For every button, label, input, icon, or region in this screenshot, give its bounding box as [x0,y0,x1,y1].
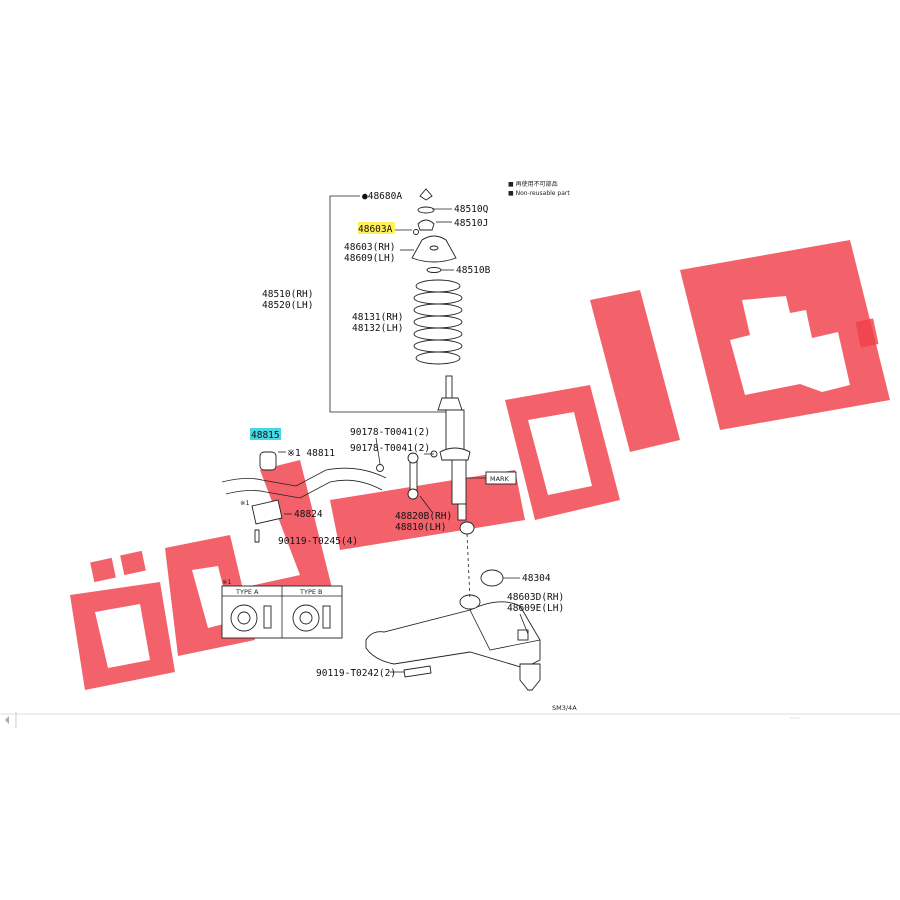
callout-48603D: 48603D(RH) [507,592,564,603]
stabilizer-bar [221,450,438,543]
callout-mark: MARK [490,475,510,483]
nut-48680A [419,188,433,201]
highlight-48603A [358,222,395,234]
callout-48603RH: 48603(RH) [344,242,395,253]
coil-spring [413,279,463,365]
bolt-90119a [254,529,260,543]
highlight-48815 [250,428,281,440]
leader-lines [278,208,529,673]
watermark-glyph-4 [330,470,525,550]
horizontal-scrollbar[interactable] [0,712,900,728]
bolt-90119b [403,665,432,678]
nut-48603D [517,629,529,641]
callout-48824: 48824 [294,509,323,520]
mark-box [485,471,517,485]
callout-48609E: 48609E(LH) [507,603,564,614]
inset-type-b: TYPE B [299,588,323,596]
watermark-glyph-1 [70,582,175,690]
legend-line-1: ■ 再使用不可部品 [508,180,558,188]
callout-labels: ●48680A 48510Q 48510J 48603A 48603(RH) 4… [240,191,577,712]
strut-assembly-bracket [329,195,448,413]
legend-line-2: ■ Non-reusable part [508,190,570,197]
bracket-48824 [251,499,283,525]
callout-48603A: 48603A [358,224,393,235]
inset-type-a: TYPE A [235,588,259,596]
callout-48811: ※1 48811 [287,448,335,459]
callout-48132LH: 48132(LH) [352,323,403,334]
type-inset: ※1 TYPE A TYPE B [221,578,343,639]
callout-48510J: 48510J [454,218,488,229]
callout-48820RH: 48820B(RH) [395,511,452,522]
legend: ■ 再使用不可部品 ■ Non-reusable part [508,180,570,197]
ball-joint [519,663,541,691]
reference-code: SM3/4A [552,704,577,712]
lower-arm [365,569,541,691]
nut-90178a [376,464,384,472]
watermark-dot-2 [120,550,146,576]
callout-90119a: 90119-T0245(4) [278,536,358,547]
support-hole [429,245,439,251]
insulator-48510B [426,267,442,273]
inset-title: ※1 [222,578,232,586]
watermark-logo [70,240,890,690]
callout-48510RH: 48510(RH) [262,289,313,300]
watermark-glyph-5 [505,385,620,520]
nut-48603A [413,229,419,235]
callout-48810LH: 48810(LH) [395,522,446,533]
callout-48520LH: 48520(LH) [262,300,313,311]
callout-90119b: 90119-T0242(2) [316,668,396,679]
callout-48680A: ●48680A [362,191,402,202]
strut-top-parts [411,188,457,273]
callout-star1: ※1 [240,499,250,507]
callout-90178a: 90178-T0041(2) [350,427,430,438]
watermark-dot-3 [855,318,879,348]
watermark-dot-1 [90,557,116,583]
scroll-left-icon[interactable] [5,716,9,724]
callout-48609LH: 48609(LH) [344,253,395,264]
bushing-48815 [259,451,277,471]
callout-48131RH: 48131(RH) [352,312,403,323]
shock-absorber [437,375,475,535]
watermark-glyph-6 [590,290,680,452]
callout-90178b: 90178-T0041(2) [350,443,430,454]
watermark-emblem [680,240,890,430]
callout-48510Q: 48510Q [454,204,489,215]
bump-stopper-48304 [480,569,504,587]
callout-48304: 48304 [522,573,551,584]
washer-48510Q [417,206,435,214]
callout-48815: 48815 [251,430,280,441]
bushing-48510J [417,219,435,231]
callout-48510B: 48510B [456,265,491,276]
watermark-glyph-3 [232,460,335,620]
